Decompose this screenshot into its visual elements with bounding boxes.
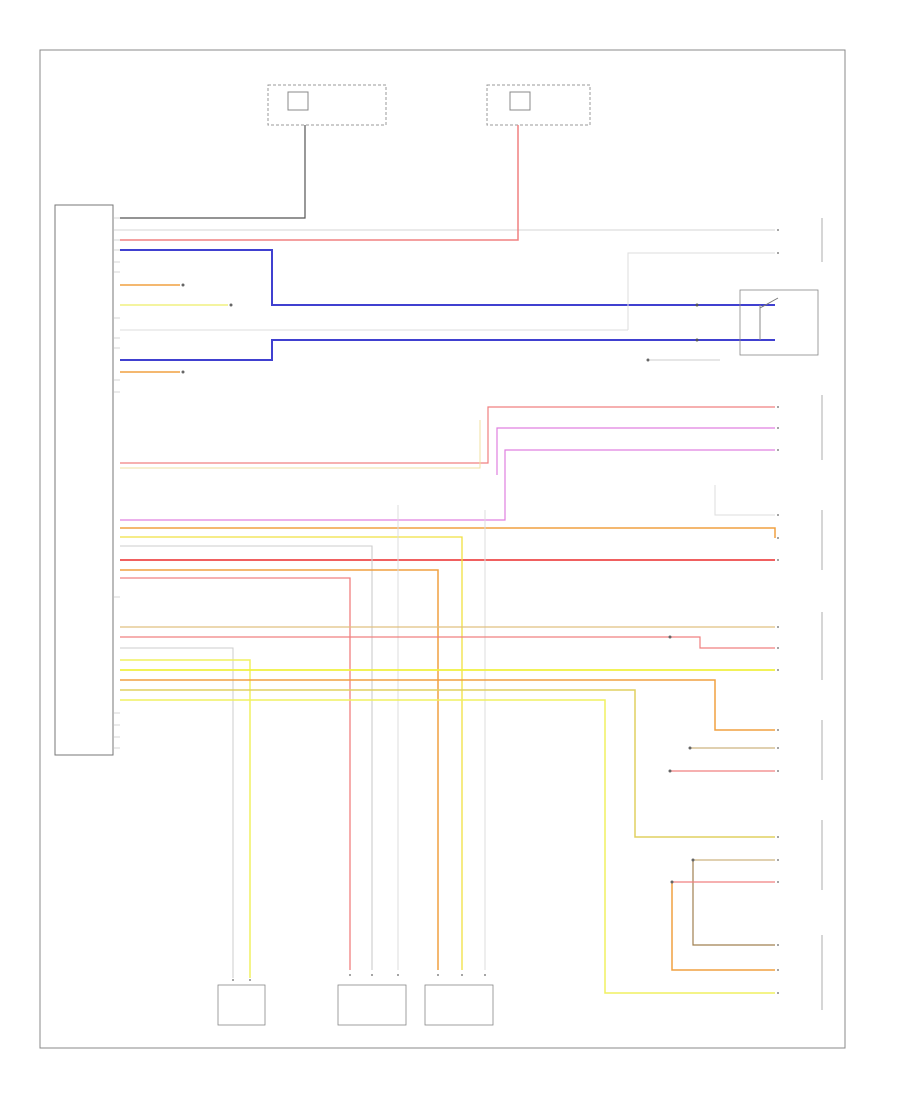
splice-dot <box>646 358 650 362</box>
terminal <box>777 406 779 408</box>
wire-yellow-down-2 <box>120 659 251 978</box>
terminal <box>777 647 779 649</box>
fuse-right <box>509 91 531 111</box>
terminal <box>777 836 779 838</box>
terminal <box>777 669 779 671</box>
fuse-box-left-outline <box>267 84 387 126</box>
switch-box <box>739 289 819 356</box>
wire-blue-2 <box>120 339 775 361</box>
wire-gray-branch <box>714 485 775 516</box>
wire-orange-down <box>120 569 439 970</box>
terminal <box>777 626 779 628</box>
wire-yellow-down-1 <box>120 536 463 970</box>
splice-dot <box>181 370 185 374</box>
wire-red-up <box>120 406 775 464</box>
terminal <box>777 514 779 516</box>
control-module-pins <box>113 217 120 749</box>
wire-gray-down-4 <box>120 647 234 978</box>
terminal <box>777 881 779 883</box>
fuse-box-left <box>267 84 387 126</box>
splice-dot <box>695 338 699 342</box>
terminal <box>777 427 779 429</box>
fuse-box-right <box>486 84 591 126</box>
terminal <box>777 859 779 861</box>
wire-black-left-fuse <box>120 125 306 219</box>
bottom-connector-pins <box>232 974 486 981</box>
terminal <box>777 537 779 539</box>
diagram-frame <box>39 49 846 1049</box>
control-module-block <box>54 204 114 756</box>
splice-dot <box>695 303 699 307</box>
bottom-component-3 <box>424 984 494 1026</box>
terminal <box>777 969 779 971</box>
terminal <box>777 729 779 731</box>
terminal <box>484 974 486 976</box>
wire-yellow-up <box>120 420 481 469</box>
splice-dot <box>668 635 672 639</box>
terminal <box>777 770 779 772</box>
terminal <box>249 979 251 981</box>
splice-dot <box>181 283 185 287</box>
wire-gray-top-2 <box>627 252 775 330</box>
terminal <box>232 979 234 981</box>
fuse-left <box>287 91 309 111</box>
splice-dot <box>691 858 695 862</box>
splice-dot <box>229 303 233 307</box>
terminal <box>371 974 373 976</box>
terminal <box>777 559 779 561</box>
wire-yellow-long <box>120 699 775 994</box>
terminal <box>777 747 779 749</box>
bottom-component-2 <box>337 984 407 1026</box>
wire-red-down <box>120 577 351 970</box>
splice-dot <box>688 746 692 750</box>
wire-yellow-right-2 <box>120 689 775 838</box>
terminals-right <box>777 229 779 994</box>
wire-violet-2 <box>120 449 775 521</box>
terminal <box>777 252 779 254</box>
terminal <box>777 944 779 946</box>
wire-orange-long <box>120 527 776 538</box>
switch-contact <box>759 297 779 309</box>
terminal <box>349 974 351 976</box>
wire-brown-vert <box>692 860 775 946</box>
wire-blue-1 <box>120 249 775 306</box>
wire-red-right-fuse <box>120 125 519 241</box>
wire-gray-down-1 <box>120 545 373 970</box>
splice-dot <box>668 769 672 773</box>
wire-red-branch <box>671 882 775 971</box>
terminal <box>777 229 779 231</box>
bottom-component-1 <box>217 984 266 1026</box>
terminal <box>777 992 779 994</box>
splice-dot <box>670 880 674 884</box>
terminal <box>397 974 399 976</box>
wire-violet <box>496 427 775 475</box>
fuse-box-right-outline <box>486 84 591 126</box>
terminal <box>777 449 779 451</box>
wire-red-3 <box>120 636 775 649</box>
terminal <box>461 974 463 976</box>
terminal <box>437 974 439 976</box>
wire-orange-right <box>120 679 775 731</box>
